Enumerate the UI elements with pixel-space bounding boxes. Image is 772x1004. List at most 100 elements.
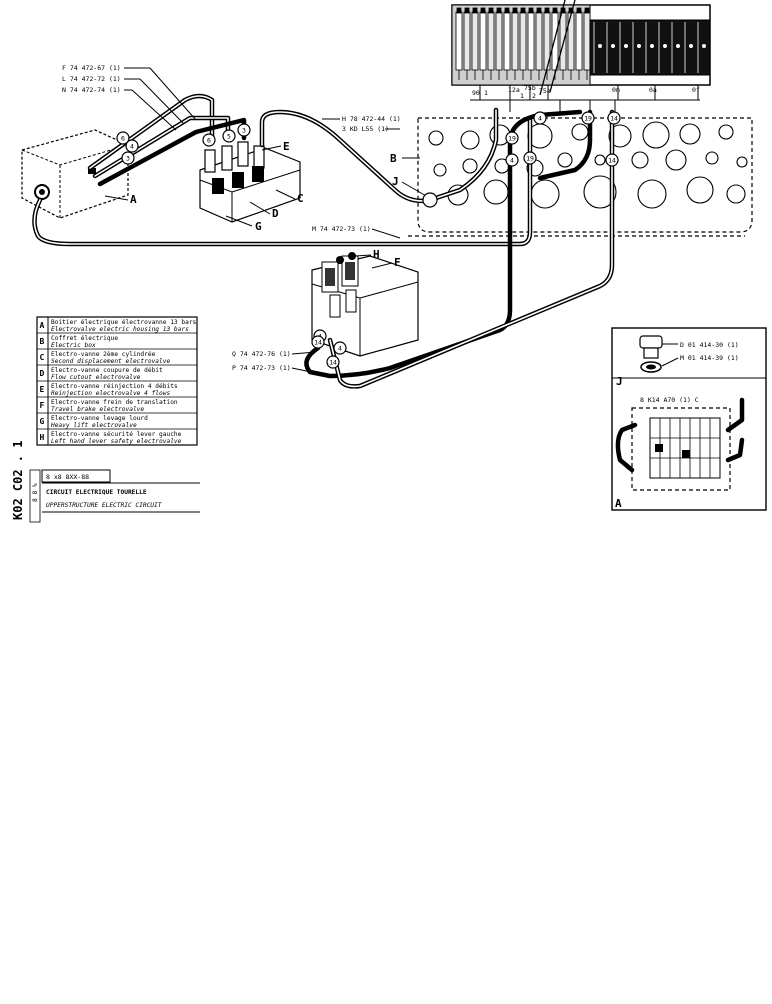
connector-marker: 4 — [533, 111, 547, 125]
connector-number: 4 — [510, 157, 514, 165]
legend-text-en: Left hand lever safety electrovalve — [51, 437, 182, 445]
legend-key: F — [40, 401, 45, 410]
legend-key: A — [40, 321, 45, 330]
legend-text-en: Electric box — [51, 341, 96, 349]
connector-marker: 4 — [505, 153, 519, 167]
connector-marker: 4 — [333, 341, 347, 355]
terminal-label: 2 — [532, 92, 536, 100]
terminal-label: 1 — [484, 89, 488, 97]
legend-text-en: Heavy lift electrovalve — [50, 421, 137, 429]
connector-number: 14 — [610, 115, 618, 123]
connector-number: 6 — [121, 135, 125, 143]
legend-text-en: Travel brake electrovalve — [51, 405, 144, 413]
terminal-label: 0a — [649, 86, 657, 94]
terminal-label: 0f — [692, 86, 700, 94]
legend-text-en: Flow cutout electrovalve — [51, 373, 141, 381]
callout-b: B — [390, 152, 397, 165]
part-ref-m: M 74 472-73 (1) — [312, 225, 371, 233]
inset-callout-a: A — [615, 497, 622, 510]
legend-row: E Electro-vanne réinjection 4 débitsReinj… — [37, 380, 197, 397]
part-ref-p: P 74 472-73 (1) — [232, 364, 291, 372]
connector-number: 4 — [338, 345, 342, 353]
legend-table: A Boitier électrique électrovanne 13 bars… — [36, 316, 198, 446]
part-ref-n: N 74 472-74 (1) — [62, 86, 121, 94]
callout-a: A — [130, 193, 137, 206]
legend-text-fr: Electro-vanne levage lourd — [51, 415, 148, 422]
legend-text-en: Second displacement electrovalve — [51, 357, 170, 365]
connector-marker: 14 — [605, 153, 619, 167]
terminal-label: 75b — [524, 84, 536, 92]
connector-marker: 14 — [326, 355, 340, 369]
legend-key: B — [40, 337, 45, 346]
legend-text-fr: Electro-vanne frein de translation — [51, 399, 178, 406]
legend-text-fr: Coffret électrique — [51, 334, 118, 342]
part-ref-m01: M 01 414-39 (1) — [680, 354, 739, 362]
terminal-label: 75a — [539, 87, 551, 95]
part-ref-kd: 3 KD L55 (1) — [342, 125, 389, 133]
callout-f: F — [394, 256, 401, 269]
callout-letters: A B C D E F G H J — [104, 140, 438, 269]
title-block: 8 8 % K02 C02 . 1 8 x8 8XX-88 CIRCUIT EL… — [11, 441, 200, 523]
callout-e: E — [283, 140, 290, 153]
electrovalve-housing-a — [21, 129, 129, 219]
legend-key: G — [40, 417, 45, 426]
legend-key: E — [40, 385, 45, 394]
terminal-strip: 90 1 12a 1 75b 2 75a 0m 0a 0f — [470, 84, 700, 112]
connector-markers: 6436534191441914194144146419 — [116, 111, 747, 463]
part-ref-h78: H 78 472-44 (1) — [342, 115, 401, 123]
legend-text-fr: Boitier électrique électrovanne 13 bars — [51, 318, 197, 326]
legend-text-en: Reinjection electrovalve 4 flows — [51, 389, 170, 397]
callout-c: C — [297, 192, 304, 205]
fuse-relay-panel — [451, 0, 711, 96]
connector-number: 6 — [207, 137, 211, 145]
connector-number: 14 — [314, 339, 322, 347]
connector-marker: 14 — [607, 111, 621, 125]
revision-mark: 8 x8 8XX-88 — [46, 473, 89, 481]
connector-marker: 4 — [125, 139, 139, 153]
part-ref-k14: 8 K14 A70 (1) C — [640, 396, 699, 404]
floor-plate — [408, 117, 753, 237]
part-ref-l: L 74 472-72 (1) — [62, 75, 121, 83]
valve-block-hf — [311, 252, 419, 357]
connector-number: 5 — [227, 133, 231, 141]
connector-marker: 5 — [222, 129, 236, 143]
callout-j: J — [392, 175, 399, 188]
wiring-harnesses — [32, 93, 615, 389]
connector-number: 4 — [130, 143, 134, 151]
part-ref-d01: D 01 414-30 (1) — [680, 341, 739, 349]
legend-key: D — [40, 369, 45, 378]
terminal-label: 1 — [520, 92, 524, 100]
legend-text-fr: Electro-vanne 2ème cylindrée — [51, 350, 156, 358]
legend-row: H Electro-vanne sécurité lever gaucheLeft… — [37, 428, 197, 445]
connector-number: 3 — [242, 127, 246, 135]
callout-d: D — [272, 207, 279, 220]
legend-text-fr: Electro-vanne réinjection 4 débits — [51, 382, 178, 390]
legend-text-fr: Electro-vanne sécurité lever gauche — [51, 430, 182, 438]
connector-number: 14 — [329, 359, 337, 367]
connector-marker: 6 — [116, 131, 130, 145]
legend-key: H — [40, 433, 45, 442]
legend-text-en: Electrovalve electric housing 13 bars — [51, 325, 189, 333]
title-fr: CIRCUIT ELECTRIQUE TOURELLE — [46, 489, 147, 496]
legend-row: F Electro-vanne frein de translationTrave… — [37, 396, 197, 413]
connector-marker: 19 — [581, 111, 595, 125]
connector-marker: 3 — [121, 151, 135, 165]
part-ref-q: Q 74 472-76 (1) — [232, 350, 291, 358]
legend-row: A Boitier électrique électrovanne 13 bars… — [40, 318, 197, 333]
callout-h: H — [373, 248, 380, 261]
connector-marker: 3 — [237, 123, 251, 137]
terminal-label: 0m — [612, 86, 620, 94]
drawing-code: K02 C02 . 1 — [11, 441, 25, 520]
connector-number: 19 — [584, 115, 592, 123]
inset-callout-j: J — [616, 375, 623, 388]
terminal-label: 90 — [472, 89, 480, 97]
callout-g: G — [255, 220, 262, 233]
terminal-label: 12a — [508, 86, 520, 94]
connector-number: 19 — [508, 135, 516, 143]
connector-marker: 6 — [202, 133, 216, 147]
part-ref-f: F 74 472-67 (1) — [62, 64, 121, 72]
